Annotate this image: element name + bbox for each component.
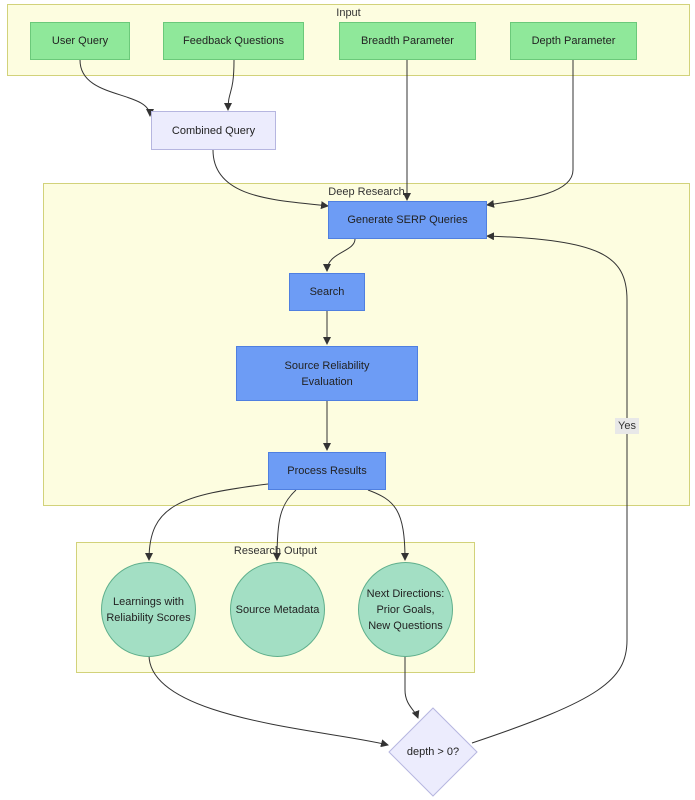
cluster-research-output-title: Research Output bbox=[233, 545, 318, 557]
search-label: Search bbox=[309, 286, 345, 298]
generate-serp-queries-node[interactable]: Generate SERP Queries bbox=[328, 201, 487, 239]
cluster-deep-research-title: Deep Research bbox=[328, 186, 405, 198]
depth-check-label: depth > 0? bbox=[406, 746, 460, 758]
next-directions-label-line2: Prior Goals, bbox=[376, 603, 435, 616]
next-directions-label-line3: New Questions bbox=[368, 619, 443, 632]
process-results-node[interactable]: Process Results bbox=[268, 452, 386, 490]
feedback-questions-node[interactable]: Feedback Questions bbox=[163, 22, 304, 60]
next-directions-label-line1: Next Directions: bbox=[366, 587, 445, 600]
depth-check-shape bbox=[388, 707, 478, 797]
source-metadata-node[interactable]: Source Metadata bbox=[230, 562, 325, 657]
generate-serp-queries-label: Generate SERP Queries bbox=[347, 214, 468, 226]
user-query-label: User Query bbox=[51, 35, 109, 47]
combined-query-label: Combined Query bbox=[171, 124, 256, 137]
edge-label-yes: Yes bbox=[615, 418, 639, 434]
next-directions-node[interactable]: Next Directions: Prior Goals, New Questi… bbox=[358, 562, 453, 657]
depth-check-node[interactable]: depth > 0? bbox=[388, 707, 478, 797]
learnings-label-line2: Reliability Scores bbox=[106, 611, 191, 624]
user-query-node[interactable]: User Query bbox=[30, 22, 130, 60]
depth-parameter-node[interactable]: Depth Parameter bbox=[510, 22, 637, 60]
feedback-questions-label: Feedback Questions bbox=[183, 35, 284, 47]
breadth-parameter-node[interactable]: Breadth Parameter bbox=[339, 22, 476, 60]
source-metadata-label: Source Metadata bbox=[235, 603, 320, 616]
source-reliability-label-line1: Source Reliability bbox=[284, 359, 370, 372]
learnings-node[interactable]: Learnings with Reliability Scores bbox=[101, 562, 196, 657]
depth-parameter-label: Depth Parameter bbox=[531, 35, 616, 47]
search-node[interactable]: Search bbox=[289, 273, 365, 311]
cluster-input-title: Input bbox=[336, 7, 361, 19]
breadth-parameter-label: Breadth Parameter bbox=[361, 35, 454, 47]
combined-query-node[interactable]: Combined Query bbox=[151, 111, 276, 150]
source-reliability-label-line2: Evaluation bbox=[301, 375, 353, 388]
learnings-label-line1: Learnings with bbox=[113, 595, 184, 608]
process-results-label: Process Results bbox=[287, 465, 367, 477]
source-reliability-node[interactable]: Source Reliability Evaluation bbox=[236, 346, 418, 401]
